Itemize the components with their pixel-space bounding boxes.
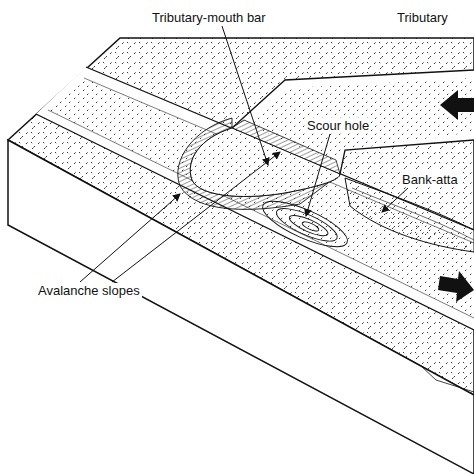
outlet-flow-arrow bbox=[438, 271, 474, 302]
tributary-flow-arrow bbox=[440, 90, 474, 120]
channel-cross-section bbox=[420, 365, 474, 392]
leader-line bbox=[80, 194, 180, 282]
scour-hole bbox=[257, 193, 352, 256]
leader-line bbox=[112, 152, 280, 282]
leader-line bbox=[222, 26, 268, 165]
bar-contour bbox=[352, 188, 474, 240]
block-front-face bbox=[8, 140, 474, 474]
tributary-mouth-bar-texture bbox=[190, 128, 340, 196]
leader-line bbox=[306, 134, 330, 216]
callout-label: Avalanche slopes bbox=[36, 283, 142, 298]
leader-line bbox=[382, 188, 408, 212]
tributary-mouth-bar bbox=[190, 128, 340, 196]
callout-label: Bank-atta bbox=[400, 172, 460, 187]
callout-label: Tributary-mouth bar bbox=[150, 10, 268, 25]
bank-attached-bar bbox=[345, 178, 474, 252]
callout-label: Tributary bbox=[395, 10, 450, 25]
callout-label: Scour hole bbox=[305, 118, 371, 133]
